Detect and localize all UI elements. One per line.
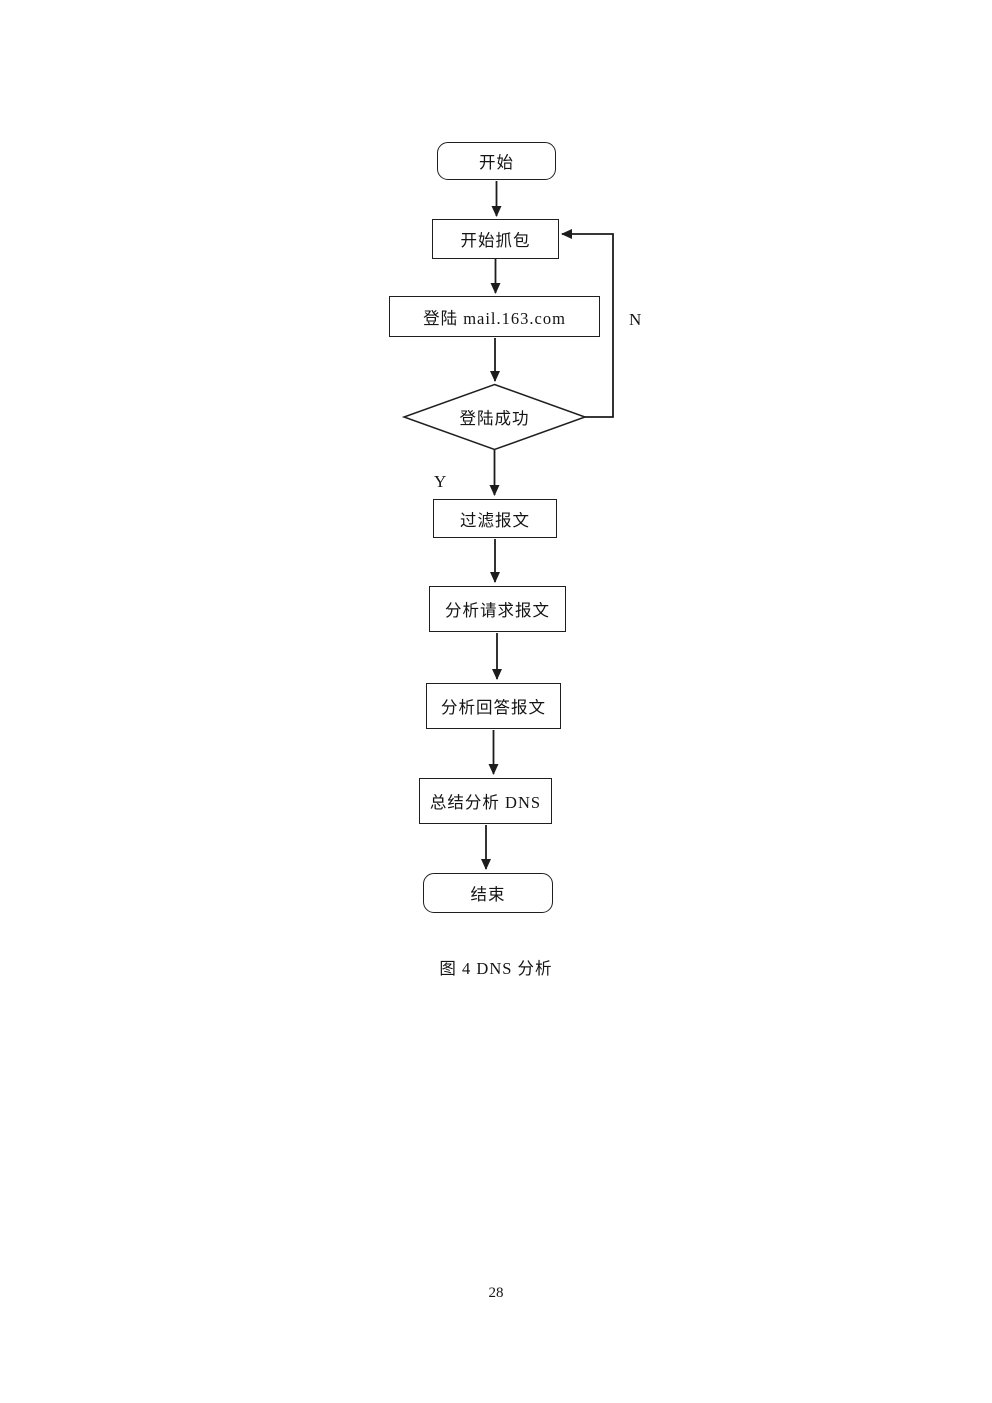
page-number: 28 bbox=[488, 1285, 504, 1301]
flow-node-decision-label: 登陆成功 bbox=[459, 409, 530, 428]
flow-node-summarize: 总结分析 DNS bbox=[419, 778, 552, 824]
flow-node-filter: 过滤报文 bbox=[433, 499, 557, 538]
flow-node-analyze-request-label: 分析请求报文 bbox=[445, 601, 550, 620]
flow-node-end: 结束 bbox=[423, 873, 553, 913]
flow-node-filter-label: 过滤报文 bbox=[460, 510, 530, 530]
flow-node-start: 开始 bbox=[437, 142, 556, 180]
flow-node-login: 登陆 mail.163.com bbox=[389, 296, 600, 337]
branch-label-no: N bbox=[629, 310, 642, 329]
flow-node-login-label: 登陆 mail.163.com bbox=[423, 308, 566, 328]
flow-node-start-label: 开始 bbox=[479, 153, 514, 172]
flow-node-capture-label: 开始抓包 bbox=[460, 231, 531, 250]
flow-node-capture: 开始抓包 bbox=[432, 219, 559, 259]
figure-caption: 图 4 DNS 分析 bbox=[439, 959, 553, 978]
flow-node-analyze-request: 分析请求报文 bbox=[429, 586, 566, 632]
flow-node-analyze-response-label: 分析回答报文 bbox=[441, 698, 546, 717]
flow-node-end-label: 结束 bbox=[470, 885, 506, 904]
flow-node-analyze-response: 分析回答报文 bbox=[426, 683, 561, 729]
flow-node-summarize-label: 总结分析 DNS bbox=[429, 793, 542, 812]
branch-label-yes: Y bbox=[434, 472, 447, 491]
flow-node-decision: 登陆成功 bbox=[404, 385, 585, 449]
